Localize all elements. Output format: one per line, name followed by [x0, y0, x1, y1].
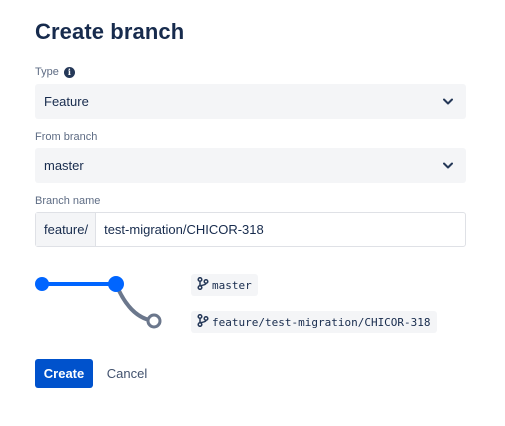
branch-name-label-row: Branch name	[35, 195, 100, 207]
type-select[interactable]: Feature	[35, 84, 466, 119]
type-label: Type	[35, 66, 59, 78]
branch-name-input[interactable]	[96, 213, 465, 246]
branch-name-field: feature/	[35, 212, 466, 247]
source-branch-name: master	[212, 278, 252, 292]
from-branch-label-row: From branch	[35, 131, 97, 143]
chevron-down-icon	[441, 95, 455, 109]
from-branch-select[interactable]: master	[35, 148, 466, 183]
create-button[interactable]: Create	[35, 359, 93, 388]
new-branch-name: feature/test-migration/CHICOR-318	[212, 315, 431, 329]
branch-name-label: Branch name	[35, 195, 101, 207]
new-branch-tag: feature/test-migration/CHICOR-318	[191, 311, 437, 333]
info-icon[interactable]: i	[63, 66, 75, 78]
dialog-title: Create branch	[35, 19, 185, 44]
git-branch-icon	[197, 313, 209, 330]
from-branch-label: From branch	[35, 131, 98, 143]
new-branch-node	[146, 313, 162, 329]
chevron-down-icon	[441, 159, 455, 173]
branch-graph	[35, 276, 162, 329]
cancel-button[interactable]: Cancel	[98, 359, 156, 388]
branch-point-node	[108, 276, 124, 292]
source-branch-tag: master	[191, 274, 258, 296]
branch-prefix: feature/	[36, 213, 97, 246]
type-select-value: Feature	[44, 94, 89, 109]
git-branch-icon	[197, 276, 209, 293]
from-branch-select-value: master	[44, 158, 84, 173]
type-label-row: Type i	[35, 66, 75, 78]
source-node	[35, 277, 49, 291]
